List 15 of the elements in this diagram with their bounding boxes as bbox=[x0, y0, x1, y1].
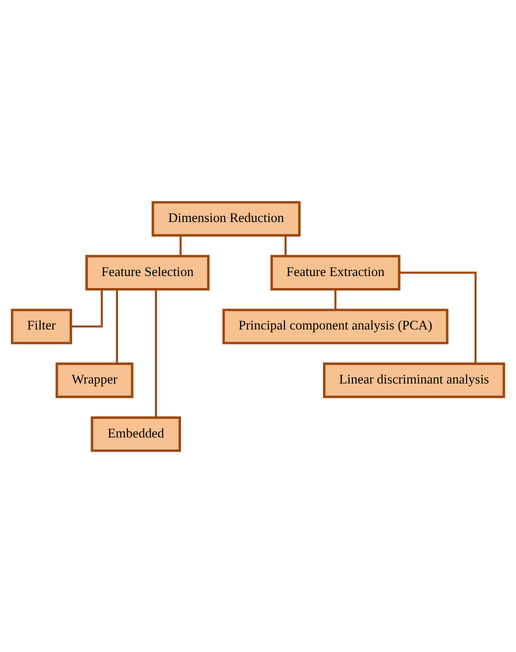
node-box: Principal component analysis (PCA) bbox=[222, 308, 448, 344]
connector bbox=[154, 288, 157, 418]
connector bbox=[334, 288, 336, 310]
node-box: Embedded bbox=[90, 416, 181, 452]
connector bbox=[399, 271, 477, 364]
node-box: Feature Selection bbox=[85, 254, 210, 290]
connector bbox=[116, 288, 118, 364]
node-box: Filter bbox=[10, 308, 72, 344]
node-box: Linear discriminant analysis bbox=[323, 362, 506, 398]
node-box: Dimension Reduction bbox=[152, 200, 301, 236]
connector bbox=[180, 235, 182, 256]
connector bbox=[70, 288, 103, 328]
node-box: Feature Extraction bbox=[270, 254, 400, 290]
node-box: Wrapper bbox=[56, 362, 134, 398]
connector bbox=[284, 235, 287, 256]
